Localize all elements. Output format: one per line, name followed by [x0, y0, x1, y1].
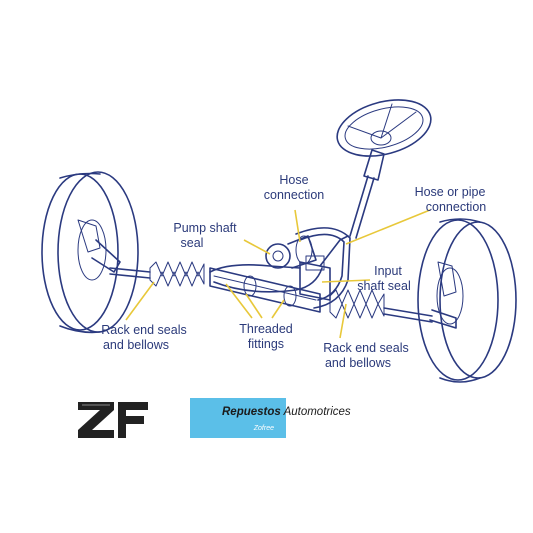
label-hose-pipe-connection: Hose or pipe connection [415, 185, 487, 214]
label-threaded-line2: fittings [248, 337, 284, 351]
brand-name-rest: Automotrices [280, 406, 351, 418]
label-threaded-fittings: Threaded fittings [239, 322, 293, 351]
left-tie-rod [109, 261, 205, 287]
label-pump-shaft-line2: seal [181, 236, 204, 250]
label-rack-left-line2: and bellows [103, 338, 169, 352]
label-rack-right-line2: and bellows [325, 356, 391, 370]
brand-logo: Repuestos Automotrices Zofree [72, 396, 351, 444]
zf-mark [78, 402, 148, 438]
label-input-shaft-seal: Input shaft seal [357, 264, 411, 293]
label-input-shaft-line2: shaft seal [357, 279, 411, 293]
label-rack-end-left: Rack end seals and bellows [101, 323, 186, 352]
steering-column [319, 99, 432, 267]
label-hose-connection-line2: connection [264, 188, 325, 202]
brand-sub: Zofree [253, 425, 274, 432]
brand-name: Repuestos Automotrices [222, 406, 351, 418]
label-pump-shaft-seal: Pump shaft seal [173, 221, 237, 250]
label-rack-right-line1: Rack end seals [323, 341, 408, 355]
hydraulic-lines [209, 227, 351, 309]
label-threaded-line1: Threaded [239, 322, 293, 336]
label-hose-pipe-line2: connection [426, 200, 487, 214]
right-tie-rod [329, 289, 433, 323]
label-input-shaft-line1: Input [374, 264, 402, 278]
label-hose-connection: Hose connection [264, 173, 325, 202]
logo-band [190, 398, 286, 438]
pump [265, 235, 317, 269]
left-wheel [41, 171, 139, 334]
label-rack-end-right: Rack end seals and bellows [323, 341, 408, 370]
leader-lines [125, 209, 431, 339]
label-rack-left-line1: Rack end seals [101, 323, 186, 337]
label-hose-connection-line1: Hose [279, 173, 308, 187]
label-pump-shaft-line1: Pump shaft [173, 221, 237, 235]
label-hose-pipe-line1: Hose or pipe [415, 185, 486, 199]
brand-name-bold: Repuestos [222, 406, 281, 418]
right-wheel [417, 218, 517, 383]
